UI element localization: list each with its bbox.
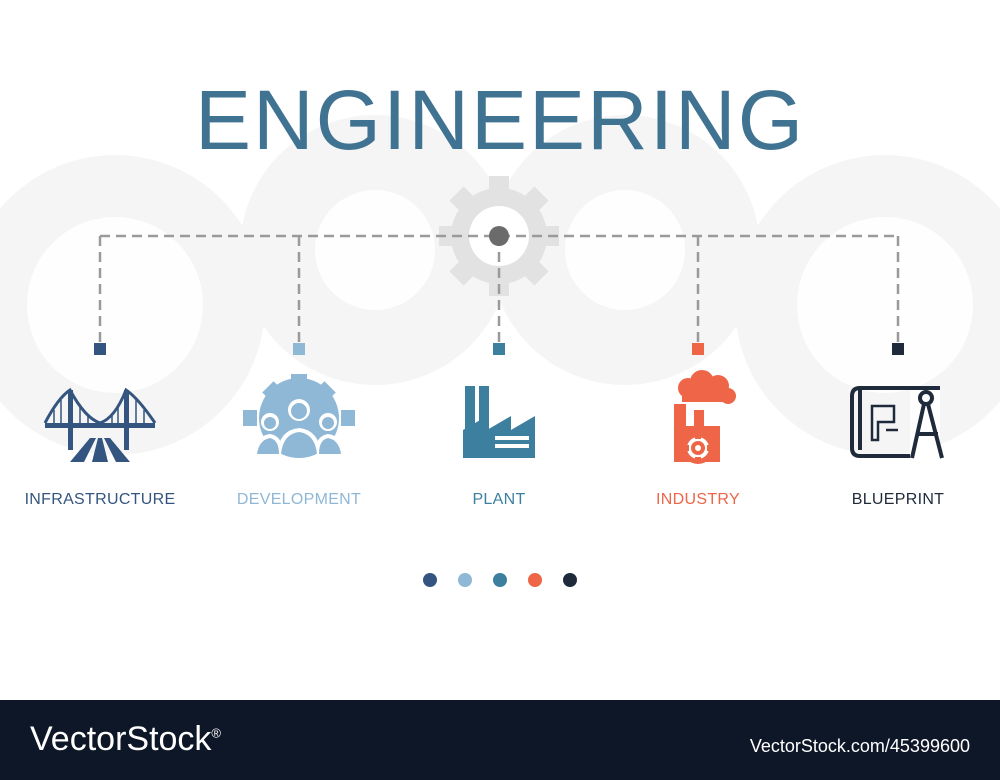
item-industry: INDUSTRY — [598, 360, 798, 520]
team-gear-icon — [243, 374, 355, 458]
node-marker — [293, 343, 305, 355]
factory-icon — [463, 386, 535, 458]
item-label: BLUEPRINT — [851, 491, 945, 508]
item-plant: PLANT — [399, 360, 599, 520]
item-label: INDUSTRY — [656, 491, 740, 508]
stock-id: VectorStock.com/45399600 — [749, 736, 970, 756]
dot-1 — [423, 573, 437, 587]
background-gears-and-connectors — [94, 176, 904, 355]
hub-node — [489, 226, 509, 246]
item-label: PLANT — [472, 491, 526, 508]
node-marker — [493, 343, 505, 355]
brand-logo: VectorStock® — [30, 720, 222, 758]
item-infrastructure: INFRASTRUCTURE — [0, 360, 200, 520]
dot-3 — [493, 573, 507, 587]
dot-4 — [528, 573, 542, 587]
node-marker — [94, 343, 106, 355]
pagination-dots — [0, 570, 1000, 590]
item-label: INFRASTRUCTURE — [24, 491, 176, 508]
industry-smoke-gear-icon — [674, 370, 736, 464]
item-development: DEVELOPMENT — [199, 360, 399, 520]
item-label: DEVELOPMENT — [236, 491, 362, 508]
item-blueprint: BLUEPRINT — [798, 360, 998, 520]
dot-5 — [563, 573, 577, 587]
footer-bar: VectorStock® VectorStock.com/45399600 — [0, 700, 1000, 780]
bridge-icon — [43, 387, 157, 462]
blueprint-compass-icon — [850, 386, 944, 459]
node-marker — [892, 343, 904, 355]
dot-2 — [458, 573, 472, 587]
page-title: ENGINEERING — [194, 73, 806, 167]
node-marker — [692, 343, 704, 355]
